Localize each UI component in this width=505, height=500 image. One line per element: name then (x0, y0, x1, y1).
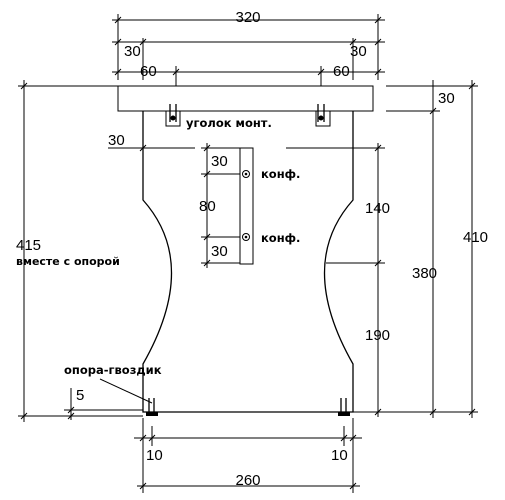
label-mount-bracket: уголок монт. (186, 116, 272, 130)
dim-leg-right: 10 (331, 447, 348, 464)
dim-height-total: 410 (463, 229, 488, 246)
leader-support-nail (99, 378, 153, 404)
label-with-support: вместе с опорой (16, 255, 120, 268)
vertical-rail (239, 147, 254, 265)
label-support-nail: опора-гвоздик (64, 363, 162, 377)
mount-bracket-left (165, 104, 181, 127)
side-panel-outline (142, 111, 354, 413)
height-dimensions: 30 380 410 (378, 80, 488, 418)
dim-bracket-pos-right: 60 (333, 63, 350, 80)
support-nail-left (146, 398, 158, 416)
dim-side-inset: 30 (108, 132, 125, 149)
dim-leg-left: 10 (146, 447, 163, 464)
confirmat-2 (242, 233, 250, 241)
support-nail-right (338, 398, 350, 416)
top-dimension-group: 320 30 30 60 60 (112, 9, 385, 104)
right-section-dimensions: 140 190 (286, 143, 390, 417)
dim-upper-section: 140 (365, 200, 390, 217)
overall-height-dimension: 415 вместе с опорой (16, 80, 143, 422)
side-inset-dimension: 30 (108, 132, 195, 152)
dim-lower-section: 190 (365, 327, 390, 344)
confirmat-dimension-group: 30 80 30 (199, 143, 240, 268)
dim-top-inset-right: 30 (350, 43, 367, 60)
dim-top-inset-left: 30 (124, 43, 141, 60)
dim-bracket-pos-left: 60 (140, 63, 157, 80)
label-confirmat-2: конф. (261, 231, 300, 245)
dim-confirmat-spacing: 80 (199, 198, 216, 215)
top-shelf (117, 85, 374, 112)
dim-confirmat-bottom: 30 (211, 243, 228, 260)
dim-height-with-support: 415 (16, 237, 41, 254)
dim-support-height: 5 (76, 387, 84, 404)
confirmat-1 (242, 170, 250, 178)
label-confirmat-1: конф. (261, 167, 300, 181)
dim-bottom-width: 260 (235, 472, 260, 489)
dim-top-width: 320 (235, 9, 260, 26)
bottom-dimension-group: 10 10 260 (134, 418, 362, 493)
support-height-dimension: 5 (64, 387, 143, 420)
mount-bracket-right (315, 104, 331, 127)
dim-height-inner: 380 (412, 265, 437, 282)
dim-shelf-thickness: 30 (438, 90, 455, 107)
dim-confirmat-top: 30 (211, 153, 228, 170)
